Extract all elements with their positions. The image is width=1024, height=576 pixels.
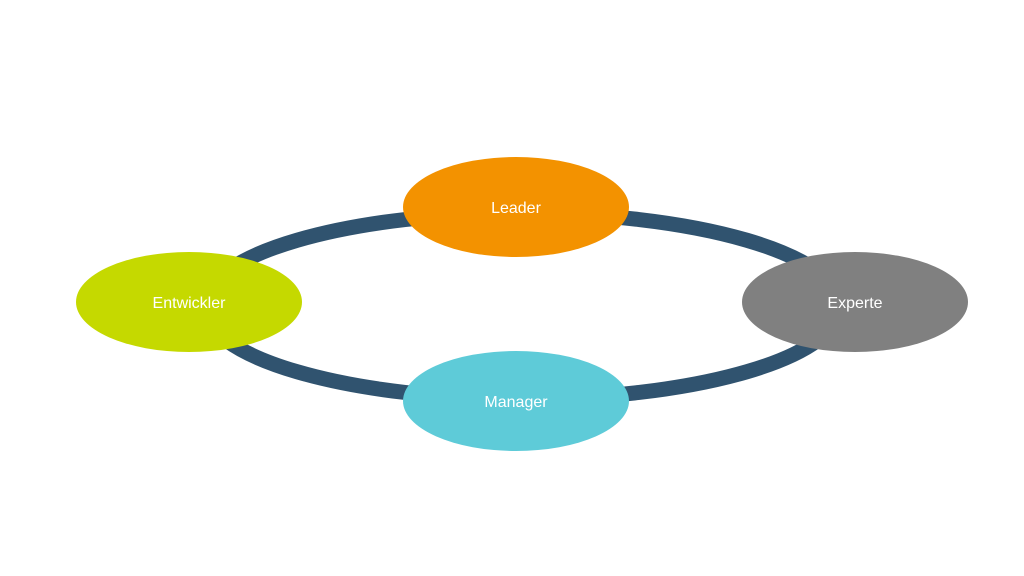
node-leader: Leader (403, 157, 629, 257)
entwickler-label: Entwickler (153, 295, 227, 312)
node-experte: Experte (742, 252, 968, 352)
entwickler-ellipse (76, 252, 302, 352)
leader-ellipse (403, 157, 629, 257)
manager-label: Manager (484, 394, 548, 411)
manager-ellipse (403, 351, 629, 451)
experte-label: Experte (827, 295, 882, 312)
node-manager: Manager (403, 351, 629, 451)
leader-label: Leader (491, 200, 541, 217)
node-entwickler: Entwickler (76, 252, 302, 352)
experte-ellipse (742, 252, 968, 352)
